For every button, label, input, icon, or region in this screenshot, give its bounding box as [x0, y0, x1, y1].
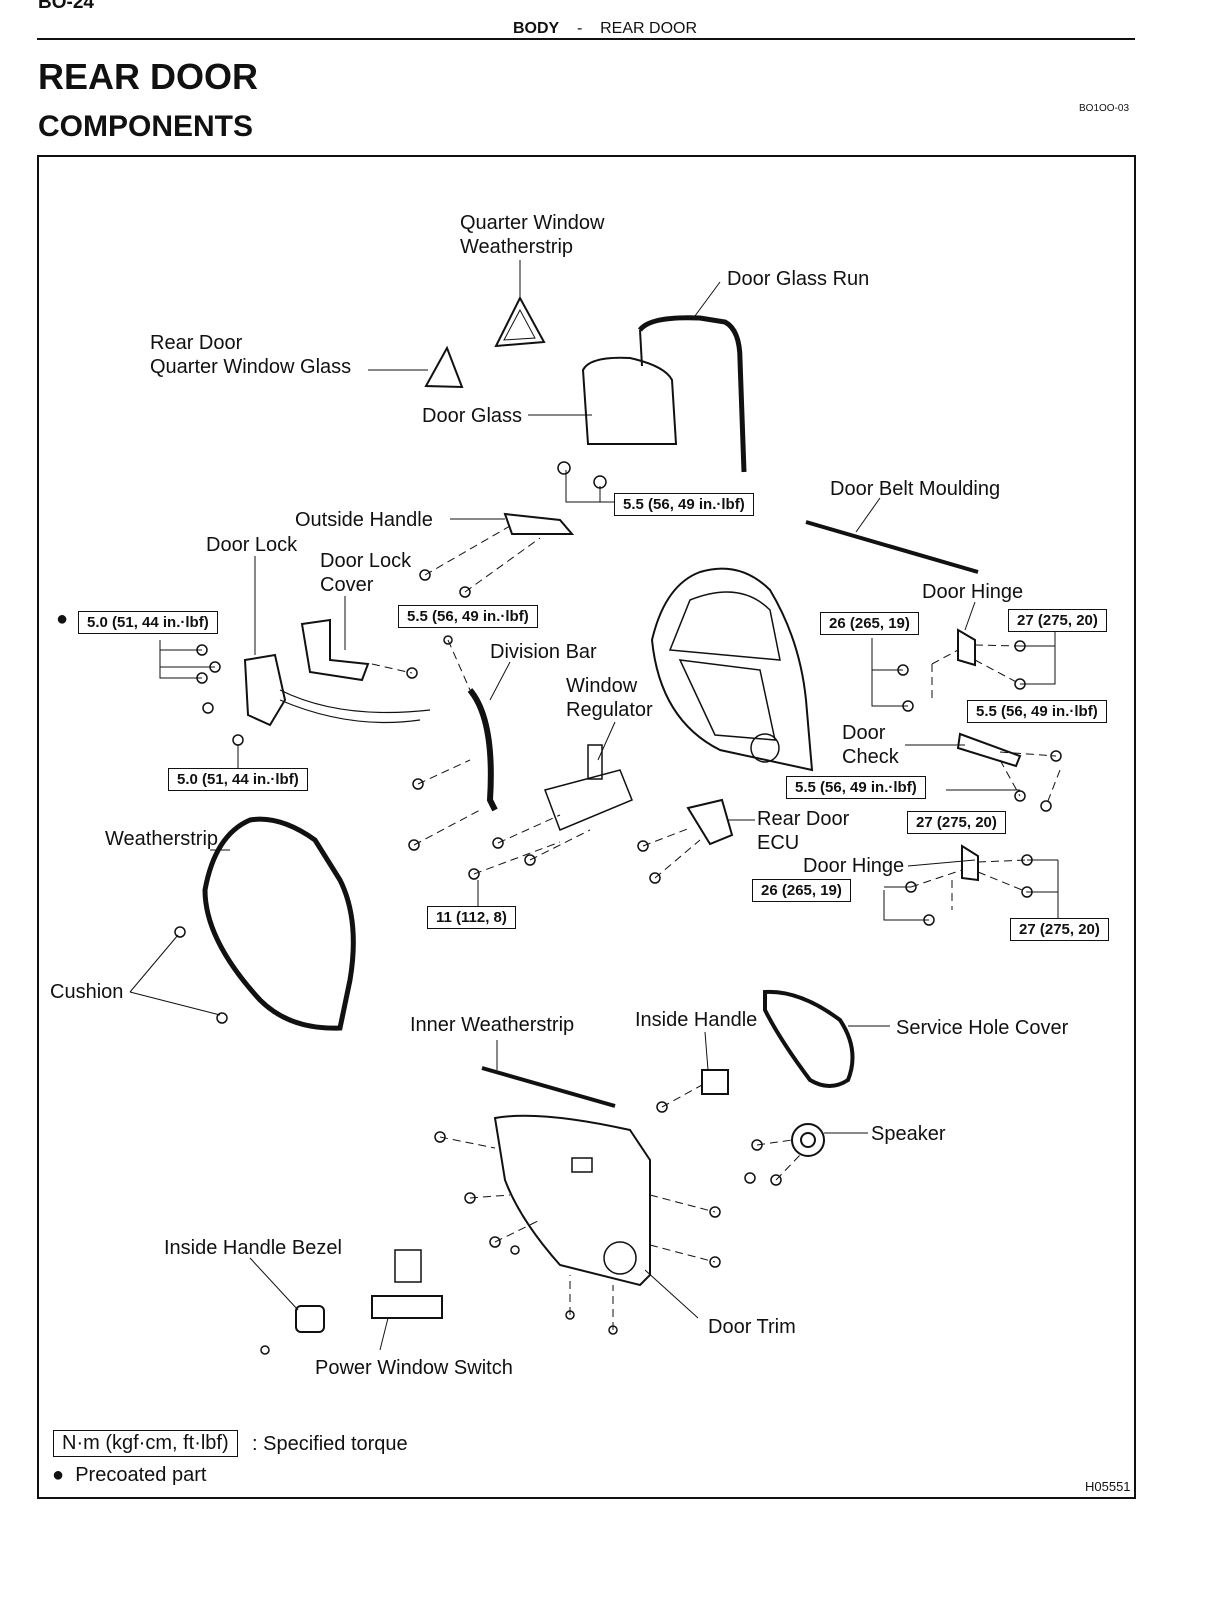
- torque-hinge-upper-body: 26 (265, 19): [820, 612, 919, 635]
- door-lock-part: [243, 653, 287, 727]
- door-trim-part: [493, 1114, 651, 1287]
- label-door-lock: Door Lock: [206, 534, 298, 556]
- leader-lines: [129, 260, 1059, 1351]
- torque-hinge-upper-door: 27 (275, 20): [1008, 609, 1107, 632]
- inner-weatherstrip-part: [481, 1066, 616, 1108]
- label-door-lock-cover: Door Lock Cover: [320, 550, 412, 596]
- label-quarter-window-glass: Rear Door Quarter Window Glass: [150, 332, 352, 378]
- door-hinge-upper-part: [957, 628, 976, 667]
- label-door-hinge-lower: Door Hinge: [803, 855, 905, 877]
- label-cushion: Cushion: [50, 981, 124, 1003]
- label-door-hinge-upper: Door Hinge: [922, 581, 1024, 603]
- torque-outside-handle: 5.5 (56, 49 in.·lbf): [398, 605, 538, 628]
- legend-precoated-bullet: ●: [52, 1464, 65, 1486]
- legend-precoated-text: Precoated part: [75, 1464, 207, 1486]
- inside-handle-bezel-part: [295, 1305, 325, 1333]
- window-regulator-part: [544, 769, 633, 831]
- door-glass-run-part: [637, 315, 747, 473]
- doc-code: BO1OO-03: [1079, 103, 1130, 114]
- page-title: REAR DOOR: [38, 56, 259, 97]
- precoated-bullet: ●: [56, 608, 69, 630]
- torque-door-lock-upper: 5.0 (51, 44 in.·lbf): [78, 611, 218, 634]
- torque-regulator: 11 (112, 8): [427, 906, 516, 929]
- label-inside-handle-bezel: Inside Handle Bezel: [164, 1237, 342, 1259]
- quarter-window-glass-part: [424, 345, 464, 389]
- door-check-part: [956, 732, 1022, 768]
- dashed-guides: [371, 525, 1061, 1330]
- service-hole-cover-part: [763, 989, 855, 1088]
- outside-handle-part: [503, 512, 575, 535]
- label-service-hole-cover: Service Hole Cover: [896, 1017, 1069, 1039]
- label-rear-door-ecu: Rear Door ECU: [757, 808, 850, 854]
- label-door-belt-moulding: Door Belt Moulding: [830, 478, 1001, 500]
- torque-hinge-lower-door: 27 (275, 20): [1010, 918, 1109, 941]
- label-door-trim: Door Trim: [708, 1316, 796, 1338]
- running-header: BODY - REAR DOOR: [513, 20, 697, 38]
- inside-handle-part: [701, 1069, 729, 1095]
- legend-torque-unit: N·m (kgf·cm, ft·lbf): [53, 1430, 238, 1457]
- door-panel-part: [650, 567, 814, 772]
- torque-hinge-lower-body: 26 (265, 19): [752, 879, 851, 902]
- page-subtitle: COMPONENTS: [38, 110, 254, 143]
- label-door-glass: Door Glass: [422, 405, 523, 427]
- door-belt-moulding-part: [805, 520, 979, 574]
- label-door-check: Door Check: [842, 722, 899, 768]
- quarter-window-weatherstrip-part: [494, 295, 546, 348]
- figure-code: H05551: [1085, 1479, 1131, 1494]
- legend-torque-text: : Specified torque: [252, 1433, 408, 1455]
- torque-check-body: 5.5 (56, 49 in.·lbf): [967, 700, 1107, 723]
- label-power-window-switch: Power Window Switch: [315, 1357, 513, 1379]
- label-inside-handle: Inside Handle: [635, 1009, 758, 1031]
- label-inner-weatherstrip: Inner Weatherstrip: [410, 1014, 575, 1036]
- label-outside-handle: Outside Handle: [295, 509, 433, 531]
- speaker-part: [791, 1123, 825, 1157]
- weatherstrip-part: [202, 816, 356, 1031]
- label-quarter-window-weatherstrip: Quarter Window Weatherstrip: [460, 212, 605, 258]
- torque-glass: 5.5 (56, 49 in.·lbf): [614, 493, 754, 516]
- label-division-bar: Division Bar: [490, 641, 597, 663]
- header-separator: -: [577, 20, 583, 37]
- page-number: BO-24: [38, 0, 94, 13]
- label-window-regulator: Window Regulator: [566, 675, 653, 721]
- label-speaker: Speaker: [871, 1123, 946, 1145]
- label-weatherstrip: Weatherstrip: [105, 828, 219, 850]
- power-window-switch-part: [371, 1295, 443, 1319]
- header-rule: [37, 38, 1135, 40]
- torque-check-door: 5.5 (56, 49 in.·lbf): [786, 776, 926, 799]
- rear-door-ecu-part: [686, 798, 734, 846]
- subsection-name: REAR DOOR: [600, 20, 698, 37]
- door-hinge-lower-part: [961, 844, 979, 882]
- label-door-glass-run: Door Glass Run: [727, 268, 870, 290]
- door-lock-cover-part: [300, 618, 370, 682]
- section-name: BODY: [513, 20, 560, 37]
- legend-precoated: ● Precoated part: [52, 1464, 206, 1487]
- division-bar-part: [467, 688, 498, 812]
- diagram-frame: [37, 155, 1136, 1499]
- bolt-icons: [174, 461, 1062, 1355]
- torque-door-lock-lower: 5.0 (51, 44 in.·lbf): [168, 768, 308, 791]
- torque-check-nut: 27 (275, 20): [907, 811, 1006, 834]
- door-glass-part: [581, 356, 678, 445]
